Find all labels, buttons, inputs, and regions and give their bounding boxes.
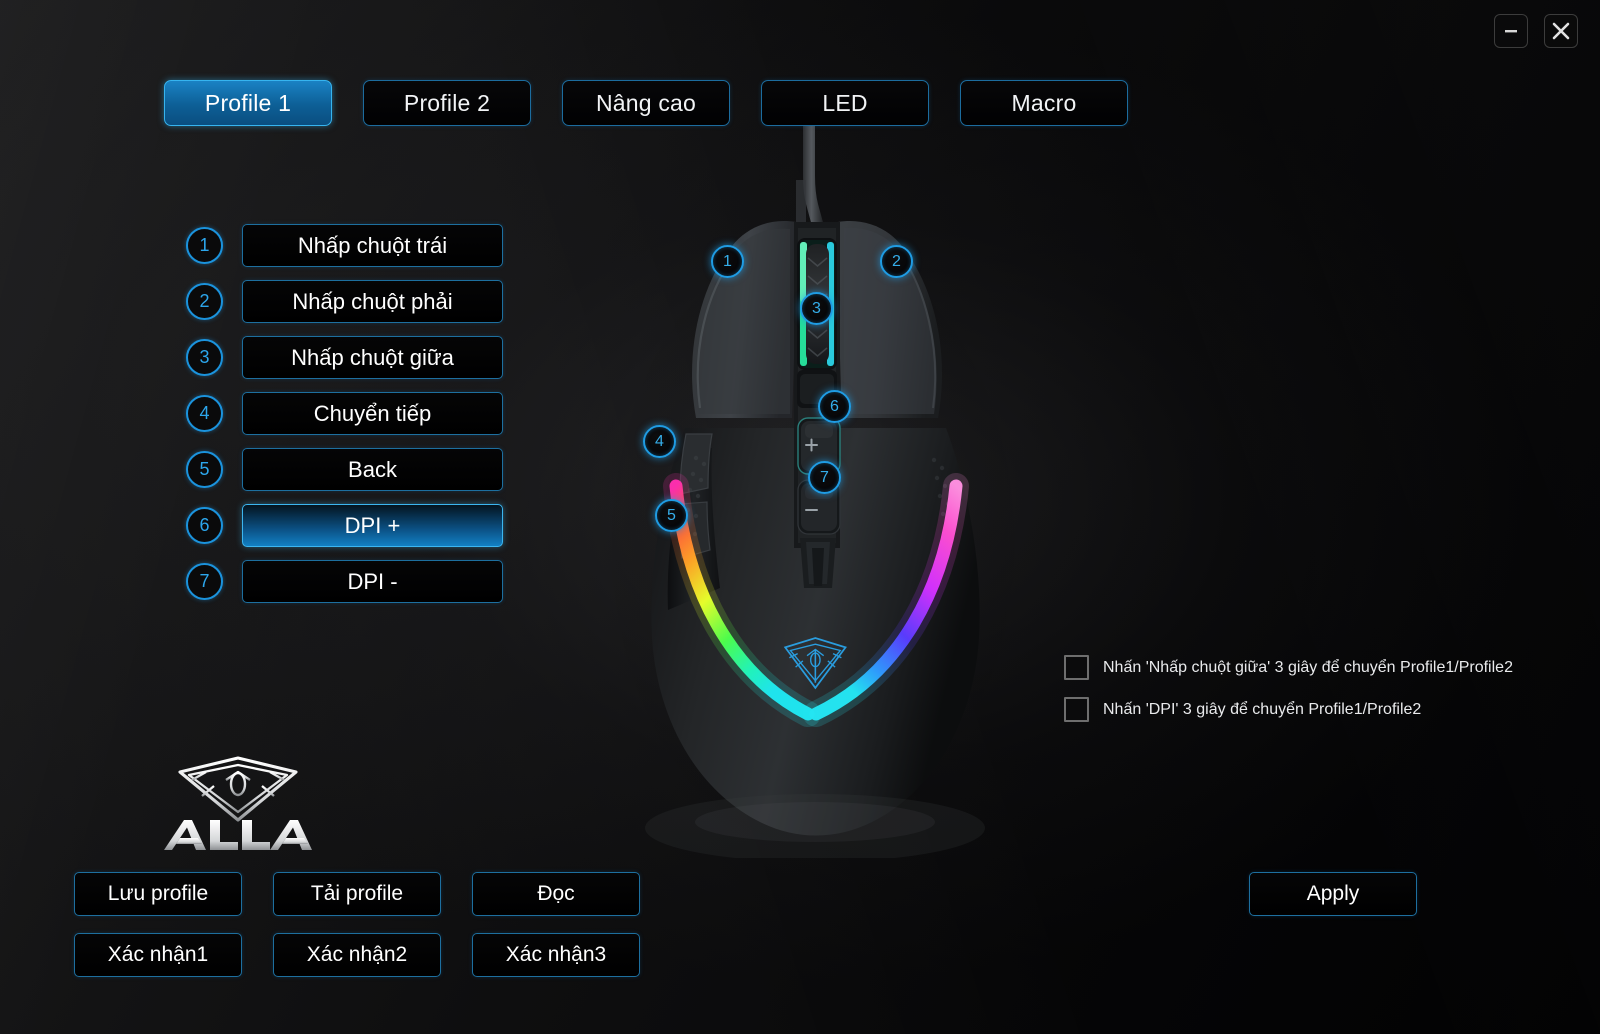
save-profile-button[interactable]: Lưu profile: [74, 872, 242, 916]
apply-button[interactable]: Apply: [1249, 872, 1417, 916]
option-row-dpi[interactable]: Nhấn 'DPI' 3 giây để chuyển Profile1/Pro…: [1064, 697, 1513, 722]
assignment-button-7[interactable]: DPI -: [242, 560, 503, 603]
assignment-button-4[interactable]: Chuyển tiếp: [242, 392, 503, 435]
window-controls: [1494, 14, 1578, 48]
assignment-number-2: 2: [186, 283, 223, 320]
callout-badge-4[interactable]: 4: [643, 425, 676, 458]
option-row-middle-click[interactable]: Nhấn 'Nhấp chuột giữa' 3 giây để chuyển …: [1064, 655, 1513, 680]
assignment-number-3: 3: [186, 339, 223, 376]
callout-badge-2[interactable]: 2: [880, 245, 913, 278]
tab-profile-1[interactable]: Profile 1: [164, 80, 332, 126]
assignment-row-5: 5 Back: [186, 448, 503, 491]
minimize-icon: [1505, 30, 1517, 33]
option-label-middle-click: Nhấn 'Nhấp chuột giữa' 3 giây để chuyển …: [1103, 658, 1513, 676]
option-label-dpi: Nhấn 'DPI' 3 giây để chuyển Profile1/Pro…: [1103, 700, 1422, 718]
bottom-button-bar: Lưu profile Tải profile Đọc Xác nhận1 Xá…: [74, 872, 640, 994]
assignment-row-4: 4 Chuyển tiếp: [186, 392, 503, 435]
assignment-number-6: 6: [186, 507, 223, 544]
assignment-row-7: 7 DPI -: [186, 560, 503, 603]
mouse-illustration: [600, 118, 1030, 858]
assignment-number-1: 1: [186, 227, 223, 264]
callout-badge-6[interactable]: 6: [818, 390, 851, 423]
load-profile-button[interactable]: Tải profile: [273, 872, 441, 916]
assignment-button-1[interactable]: Nhấp chuột trái: [242, 224, 503, 267]
confirm-1-button[interactable]: Xác nhận1: [74, 933, 242, 977]
assignment-button-2[interactable]: Nhấp chuột phải: [242, 280, 503, 323]
assignment-number-7: 7: [186, 563, 223, 600]
confirm-2-button[interactable]: Xác nhận2: [273, 933, 441, 977]
minimize-button[interactable]: [1494, 14, 1528, 48]
assignment-row-3: 3 Nhấp chuột giữa: [186, 336, 503, 379]
checkbox-dpi[interactable]: [1064, 697, 1089, 722]
assignment-number-4: 4: [186, 395, 223, 432]
bottom-button-row-2: Xác nhận1 Xác nhận2 Xác nhận3: [74, 933, 640, 977]
tab-led[interactable]: LED: [761, 80, 929, 126]
callout-badge-5[interactable]: 5: [655, 499, 688, 532]
bottom-button-row-1: Lưu profile Tải profile Đọc: [74, 872, 640, 916]
button-assignment-list: 1 Nhấp chuột trái 2 Nhấp chuột phải 3 Nh…: [186, 224, 503, 603]
callout-badge-3[interactable]: 3: [800, 292, 833, 325]
aula-logo: [158, 742, 318, 854]
tab-profile-2[interactable]: Profile 2: [363, 80, 531, 126]
assignment-number-5: 5: [186, 451, 223, 488]
read-button[interactable]: Đọc: [472, 872, 640, 916]
assignment-row-2: 2 Nhấp chuột phải: [186, 280, 503, 323]
callout-badge-1[interactable]: 1: [711, 245, 744, 278]
tab-macro[interactable]: Macro: [960, 80, 1128, 126]
assignment-row-6: 6 DPI +: [186, 504, 503, 547]
tab-advanced[interactable]: Nâng cao: [562, 80, 730, 126]
close-button[interactable]: [1544, 14, 1578, 48]
assignment-row-1: 1 Nhấp chuột trái: [186, 224, 503, 267]
assignment-button-3[interactable]: Nhấp chuột giữa: [242, 336, 503, 379]
assignment-button-5[interactable]: Back: [242, 448, 503, 491]
confirm-3-button[interactable]: Xác nhận3: [472, 933, 640, 977]
close-icon: [1552, 22, 1570, 40]
checkbox-middle-click[interactable]: [1064, 655, 1089, 680]
callout-badge-7[interactable]: 7: [808, 461, 841, 494]
assignment-button-6[interactable]: DPI +: [242, 504, 503, 547]
profile-switch-options: Nhấn 'Nhấp chuột giữa' 3 giây để chuyển …: [1064, 655, 1513, 722]
tab-bar: Profile 1 Profile 2 Nâng cao LED Macro: [164, 80, 1128, 126]
